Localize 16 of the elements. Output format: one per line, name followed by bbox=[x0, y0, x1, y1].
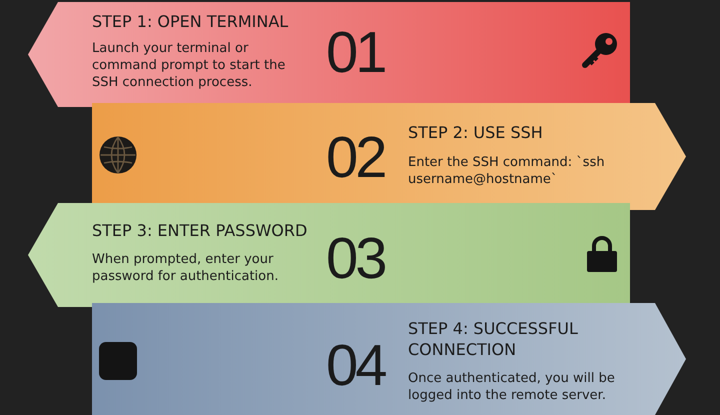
arrow-banner bbox=[92, 103, 686, 210]
arrow-banner bbox=[28, 203, 630, 307]
step-number: 03 bbox=[326, 230, 385, 288]
step-number: 04 bbox=[326, 337, 385, 395]
step-description: Enter the SSH command: `ssh username@hostname` bbox=[408, 154, 606, 188]
arrow-banner bbox=[28, 2, 630, 107]
step-heading: STEP 4: SUCCESSFUL CONNECTION bbox=[408, 318, 579, 360]
step-description: Launch your terminal or command prompt to start the SSH connection process. bbox=[92, 40, 286, 91]
arrow-banner bbox=[92, 303, 686, 415]
step-heading: STEP 1: OPEN TERMINAL bbox=[92, 11, 288, 32]
step-description: When prompted, enter your password for authentication. bbox=[92, 251, 280, 285]
step-number: 01 bbox=[326, 24, 385, 82]
step-heading: STEP 2: USE SSH bbox=[408, 122, 543, 143]
step-heading: STEP 3: ENTER PASSWORD bbox=[92, 220, 308, 241]
step-description: Once authenticated, you will be logged into the remote server. bbox=[408, 370, 616, 404]
step-number: 02 bbox=[326, 129, 385, 187]
